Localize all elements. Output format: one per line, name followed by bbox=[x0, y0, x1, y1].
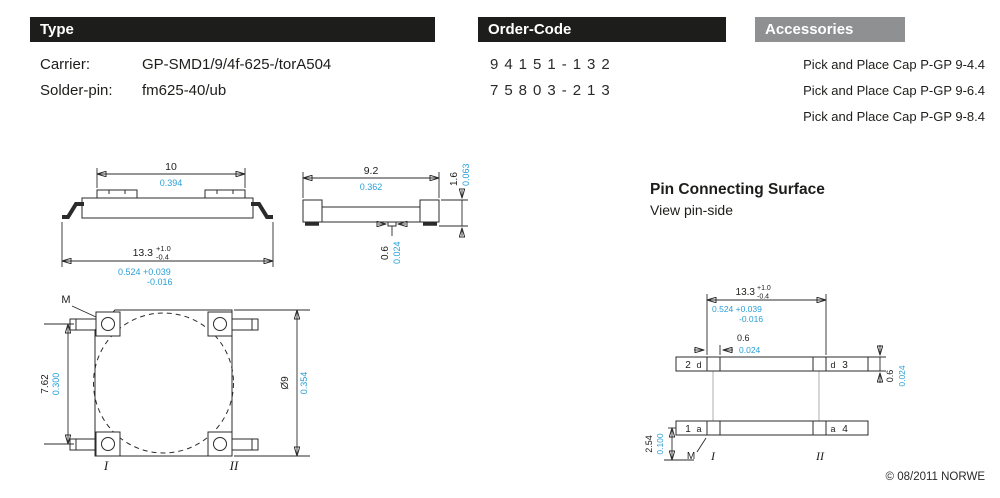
section-title: Pin Connecting Surface bbox=[650, 181, 825, 198]
dim-front-height-inch: 0.063 bbox=[461, 163, 471, 186]
pin-label-3: 3 bbox=[842, 360, 848, 371]
list-item: Pick and Place Cap P-GP 9-8.4 bbox=[803, 109, 985, 124]
pin-1-pad bbox=[706, 420, 721, 436]
order-code-solder-pin: 75803-213 bbox=[490, 82, 616, 99]
pin-2-pad bbox=[706, 356, 721, 372]
order-code-carrier: 94151-132 bbox=[490, 56, 616, 73]
pin-label-d-left: d bbox=[696, 360, 701, 370]
body-circle bbox=[93, 312, 234, 454]
pin-3-pad bbox=[812, 356, 827, 372]
end-cap-right bbox=[419, 199, 440, 223]
datum-m-label: M bbox=[687, 451, 695, 462]
dim-front-height-mm: 1.6 bbox=[449, 172, 460, 186]
pin-label-a-left: a bbox=[696, 424, 701, 434]
dim-pin-width-inch: 0.024 bbox=[739, 345, 761, 355]
copyright-note: © 08/2011 NORWE bbox=[885, 471, 985, 483]
carrier-value: GP-SMD1/9/4f-625-/torA504 bbox=[142, 56, 332, 73]
dim-top-pitch-mm: 7.62 bbox=[40, 374, 51, 394]
dim-side-span-inch-tol: -0.016 bbox=[147, 277, 173, 287]
dim-pin-span-tol-plus: +1.0 bbox=[757, 285, 771, 292]
dim-top-pitch-inch: 0.300 bbox=[51, 373, 61, 396]
pin-view-drawing: 13.3 +1.0 -0.4 0.524 +0.039 -0.016 0.6 0… bbox=[644, 285, 907, 463]
top-view-drawing: M 7.62 0.300 Ø9 0.354 I II bbox=[40, 294, 310, 473]
dim-side-span-inch: 0.524 +0.039 bbox=[118, 267, 171, 277]
dim-pin-height-inch: 0.024 bbox=[897, 365, 907, 387]
dim-pin-width-mm: 0.6 bbox=[737, 333, 750, 343]
table-row: Solder-pin: fm625-40/ub bbox=[40, 78, 331, 104]
pin-label-d-right: d bbox=[830, 360, 835, 370]
accessories-list: Pick and Place Cap P-GP 9-4.4 Pick and P… bbox=[803, 52, 985, 130]
column-ii-label: II bbox=[229, 458, 239, 473]
column-i-label: I bbox=[103, 458, 109, 473]
pin-label-1: 1 bbox=[685, 424, 691, 435]
dim-side-width-inch: 0.394 bbox=[160, 178, 183, 188]
column-i-label: I bbox=[710, 449, 716, 463]
dim-pin-height-mm: 0.6 bbox=[885, 370, 895, 383]
type-table: Carrier: GP-SMD1/9/4f-625-/torA504 Solde… bbox=[40, 52, 331, 104]
dim-front-width-inch: 0.362 bbox=[360, 182, 383, 192]
end-cap-left bbox=[302, 199, 323, 223]
list-item: Pick and Place Cap P-GP 9-6.4 bbox=[803, 83, 985, 98]
dim-pin-pitch-mm: 2.54 bbox=[644, 435, 654, 453]
pin-label-2: 2 bbox=[685, 360, 691, 371]
list-item: Pick and Place Cap P-GP 9-4.4 bbox=[803, 57, 985, 72]
gullwing-lead-right bbox=[251, 202, 273, 219]
accessories-header-bar: Accessories bbox=[755, 17, 905, 42]
component-body bbox=[81, 197, 254, 219]
dim-pin-span-inch: 0.524 +0.039 bbox=[712, 304, 762, 314]
type-header-bar: Type bbox=[30, 17, 435, 42]
order-code-list: 94151-132 75803-213 bbox=[490, 52, 616, 104]
pin-4-pad bbox=[812, 420, 827, 436]
front-view-drawing: 9.2 0.362 1.6 0.063 0.6 0.024 bbox=[302, 163, 471, 264]
dim-pin-pitch-inch: 0.100 bbox=[655, 433, 665, 455]
dim-side-span-tol-minus: -0.4 bbox=[156, 253, 169, 262]
dim-front-pin-inch: 0.024 bbox=[392, 241, 402, 264]
pin-connecting-surface-heading: Pin Connecting Surface View pin-side bbox=[650, 181, 825, 218]
dim-front-pin-mm: 0.6 bbox=[380, 246, 391, 260]
accessories-header-label: Accessories bbox=[765, 21, 854, 38]
dim-pin-span-tol-minus: -0.4 bbox=[757, 294, 769, 301]
table-row: Carrier: GP-SMD1/9/4f-625-/torA504 bbox=[40, 52, 331, 78]
pin-label-a-right: a bbox=[830, 424, 835, 434]
dim-side-span-mm: 13.3 bbox=[133, 247, 154, 259]
order-code-header-bar: Order-Code bbox=[478, 17, 726, 42]
dim-side-span-tol-plus: +1.0 bbox=[156, 244, 171, 253]
solder-pin-foot bbox=[387, 221, 397, 227]
datum-m-label: M bbox=[61, 294, 70, 306]
column-ii-label: II bbox=[815, 449, 825, 463]
dim-pin-span-inch-tol: -0.016 bbox=[739, 314, 763, 324]
carrier-label: Carrier: bbox=[40, 56, 91, 73]
type-header-label: Type bbox=[40, 21, 74, 38]
gullwing-lead-left bbox=[62, 202, 84, 219]
order-code-header-label: Order-Code bbox=[488, 21, 572, 38]
dim-side-width-mm: 10 bbox=[165, 161, 177, 173]
dim-front-width-mm: 9.2 bbox=[364, 165, 379, 177]
pin-label-4: 4 bbox=[842, 424, 848, 435]
solder-pin-value: fm625-40/ub bbox=[142, 82, 227, 99]
dim-top-diameter-inch: 0.354 bbox=[299, 372, 309, 395]
dim-top-diameter-mm: Ø9 bbox=[280, 376, 291, 390]
section-subtitle: View pin-side bbox=[650, 202, 734, 218]
solder-pin-label: Solder-pin: bbox=[40, 82, 113, 99]
dim-pin-span-mm: 13.3 bbox=[736, 287, 756, 298]
side-view-drawing: 10 0.394 13.3 +1.0 -0.4 0.524 +0.039 -0.… bbox=[62, 161, 273, 287]
